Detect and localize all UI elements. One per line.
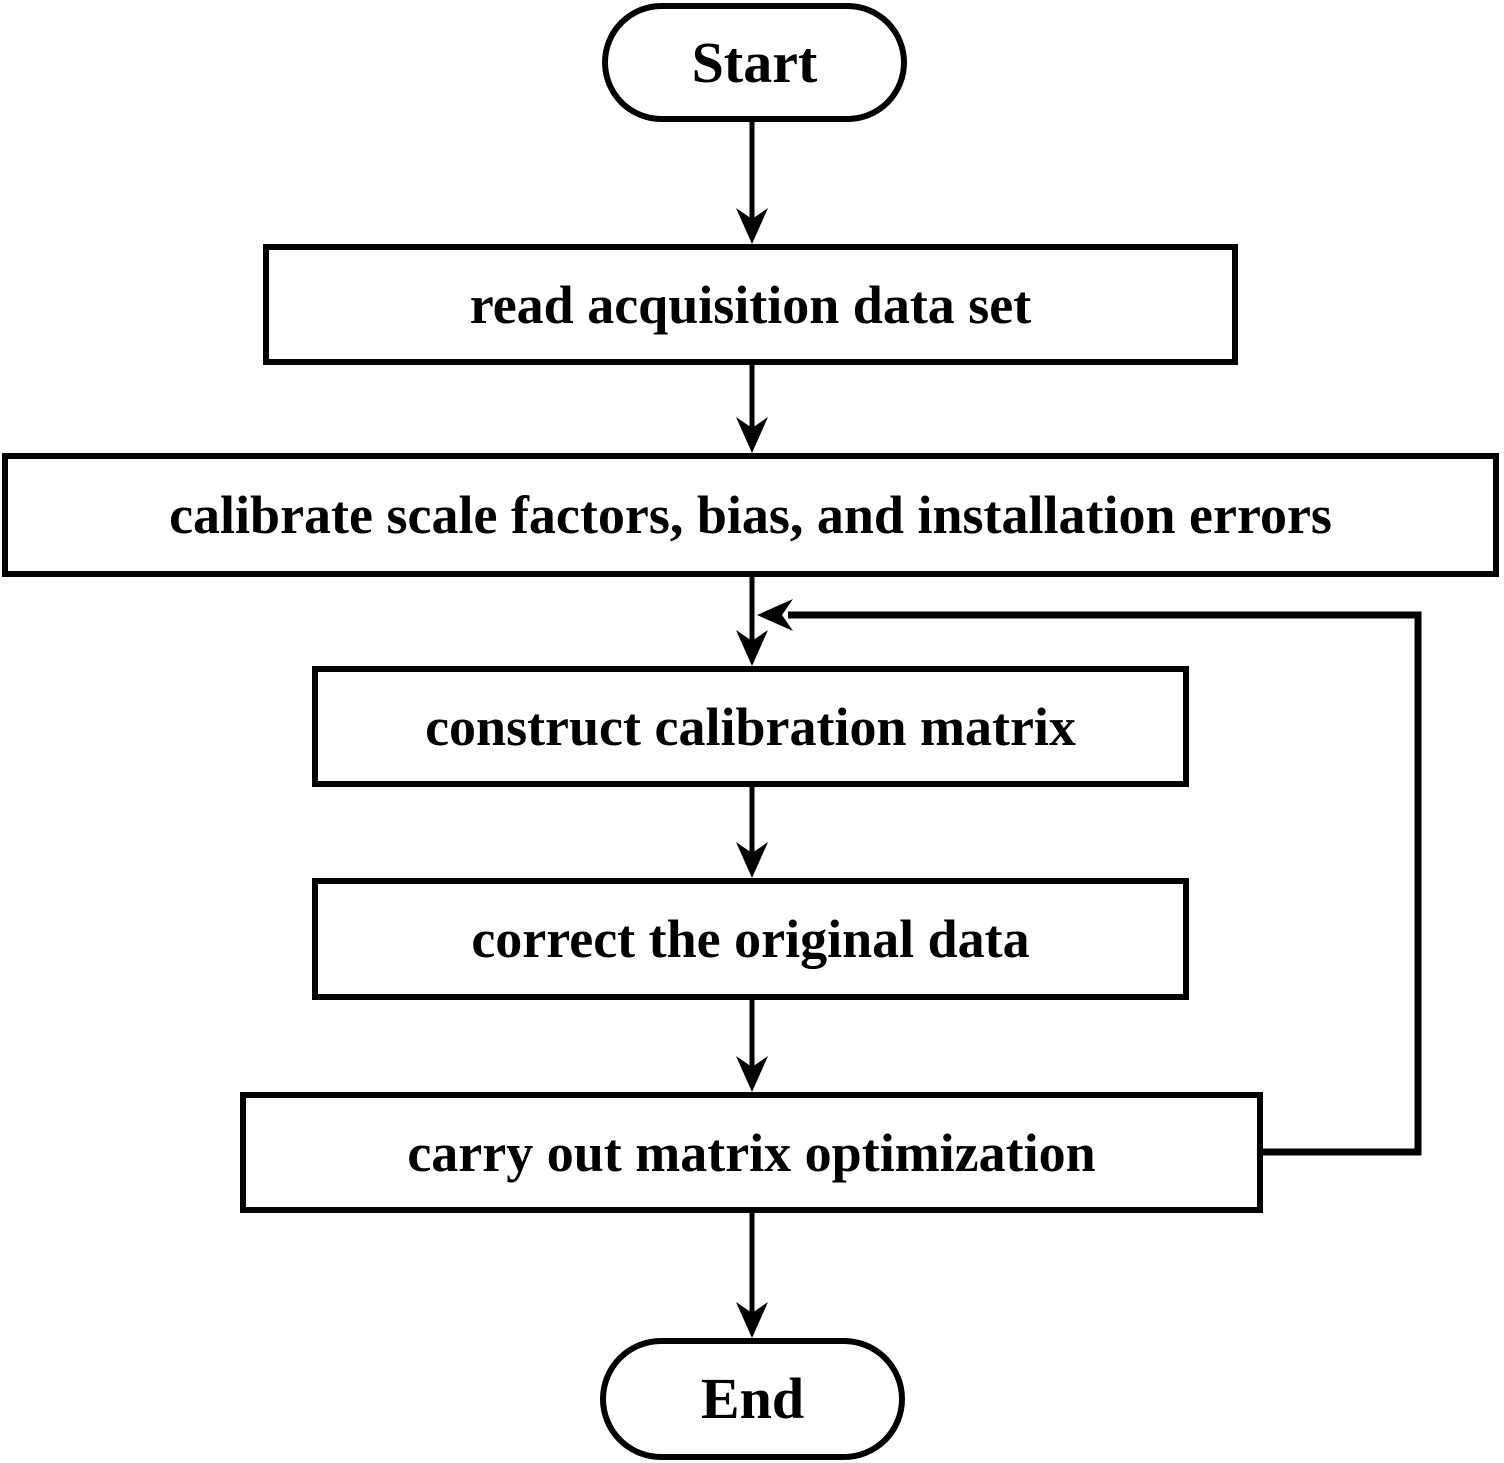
process-read-acquisition-data: read acquisition data set — [263, 244, 1238, 365]
arrow-calibrate-to-construct-head — [736, 630, 768, 666]
end-terminator: End — [600, 1338, 905, 1460]
process-read-label: read acquisition data set — [469, 274, 1032, 335]
process-calibrate-label: calibrate scale factors, bias, and insta… — [169, 485, 1332, 545]
process-construct-label: construct calibration matrix — [425, 696, 1076, 757]
process-construct-matrix: construct calibration matrix — [312, 666, 1189, 787]
process-optimize-label: carry out matrix optimization — [407, 1122, 1096, 1183]
feedback-loop-line — [788, 611, 1422, 1156]
arrow-read-to-calibrate-head — [736, 417, 768, 453]
process-correct-data: correct the original data — [312, 878, 1189, 1000]
process-correct-label: correct the original data — [471, 909, 1030, 969]
arrow-correct-to-optimize-head — [736, 1056, 768, 1092]
end-label: End — [700, 1366, 805, 1431]
arrow-construct-to-correct-head — [736, 842, 768, 878]
arrow-optimize-to-end-head — [736, 1302, 768, 1338]
process-calibrate-errors: calibrate scale factors, bias, and insta… — [2, 453, 1499, 577]
arrow-start-to-read-head — [736, 208, 768, 244]
start-label: Start — [691, 29, 818, 95]
start-terminator: Start — [602, 3, 907, 122]
process-matrix-optimization: carry out matrix optimization — [240, 1092, 1263, 1213]
feedback-loop-head — [757, 599, 793, 631]
